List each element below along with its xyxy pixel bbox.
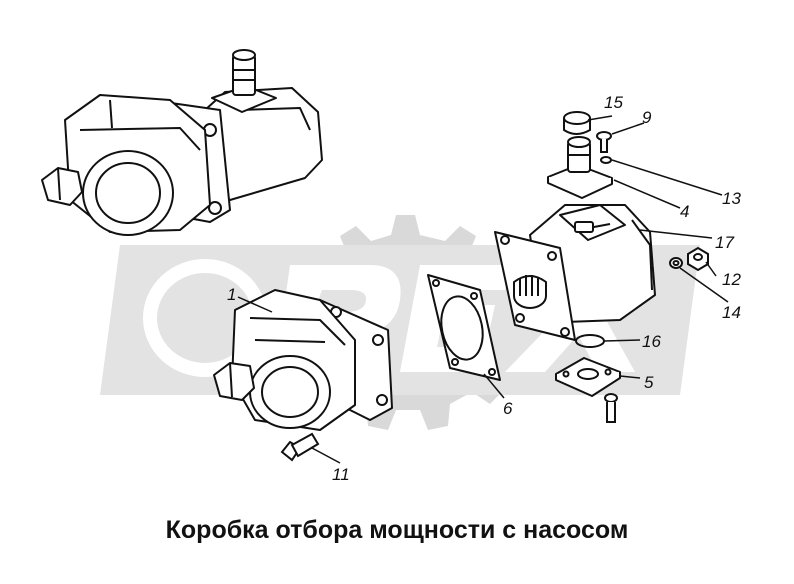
part-9-screw: [596, 131, 612, 153]
assembled-pto-unit: [41, 49, 323, 236]
callout-17: 17: [715, 233, 734, 252]
callout-6: 6: [503, 399, 513, 418]
pto-gearbox-housing: [494, 204, 656, 341]
part-13-washer: [600, 156, 612, 164]
part-11-bolt: [280, 432, 320, 462]
part-12-nut: [687, 246, 709, 272]
callout-5: 5: [644, 373, 654, 392]
assembled-hex-plug: [41, 167, 83, 206]
callout-9: 9: [642, 108, 652, 127]
callout-11: 11: [332, 465, 350, 484]
callout-1: 1: [227, 285, 236, 304]
callout-12: 12: [722, 270, 741, 289]
callout-labels: 1 15 9 13 4 17 12 14 16 5 6 11: [227, 93, 741, 484]
callout-13: 13: [722, 189, 741, 208]
diagram-caption: Коробка отбора мощности с насосом: [165, 516, 629, 544]
part-5-cover: [555, 357, 621, 397]
part-15-cap: [563, 111, 591, 135]
part-5-bolt: [604, 393, 618, 423]
part-4-fitting: [547, 136, 613, 199]
part-14-washer: [669, 257, 683, 269]
part-6-gasket: [427, 274, 501, 381]
leader-lines: [237, 115, 729, 464]
callout-15: 15: [604, 93, 623, 112]
part-1-pump: [213, 289, 393, 431]
callout-16: 16: [642, 332, 661, 351]
callout-4: 4: [680, 202, 689, 221]
callout-14: 14: [722, 303, 741, 322]
